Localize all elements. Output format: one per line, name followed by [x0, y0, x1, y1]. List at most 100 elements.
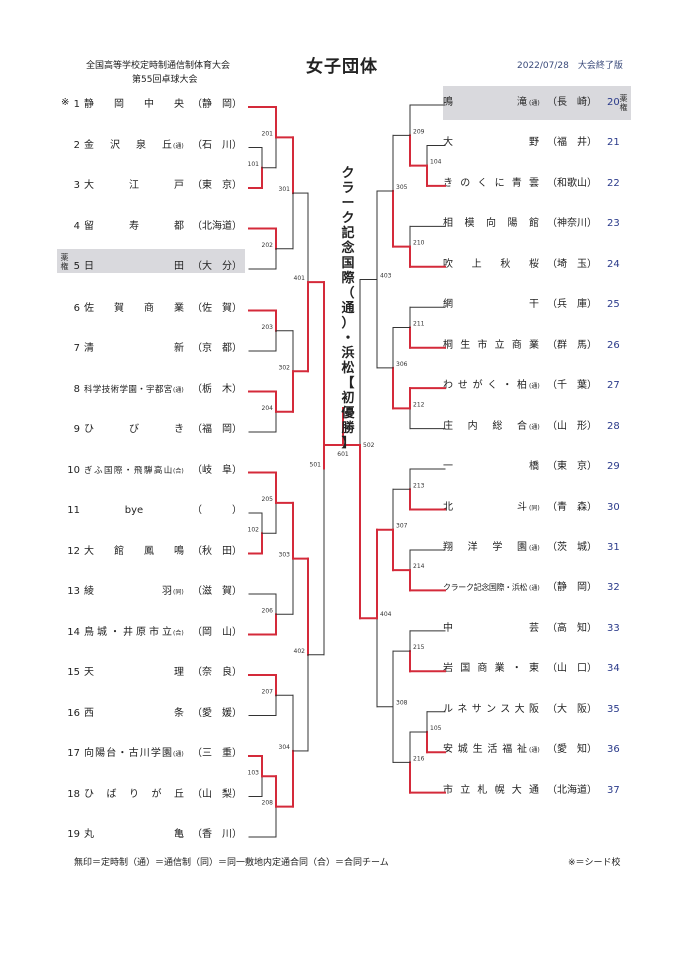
team-type-tag: (通): [173, 142, 184, 150]
team-number: 35: [607, 703, 620, 715]
team-row: 安城生活福祉(通)（愛 知）36: [443, 743, 633, 757]
team-number: 32: [607, 582, 620, 594]
team-row: クラーク記念国際・浜松(通)（静 岡）32: [443, 581, 633, 595]
team-number: 12: [67, 545, 80, 557]
team-prefecture: （長 崎）: [547, 97, 597, 108]
team-name: 翔洋学園: [443, 541, 527, 553]
team-number: 36: [607, 744, 620, 756]
team-number: 9: [73, 424, 80, 435]
team-number: 8: [73, 383, 80, 395]
team-prefecture: （和歌山）: [547, 177, 597, 189]
match-number: 207: [262, 688, 274, 695]
team-row: 市立札幌大通（北海道）37: [443, 784, 633, 798]
team-number: 24: [607, 258, 620, 270]
page-title: 女子団体: [306, 57, 378, 77]
team-prefecture: （香 川）: [192, 829, 242, 840]
team-name: ひびき: [84, 424, 184, 435]
match-number: 302: [279, 364, 291, 371]
match-number: 216: [413, 755, 425, 762]
team-name: 一橋: [443, 461, 539, 473]
match-number: 204: [262, 405, 274, 412]
team-name: 留寿都: [84, 220, 184, 232]
team-type-tag: (通): [529, 383, 540, 391]
match-number: 308: [396, 700, 408, 707]
team-row: 大野（福 井）21: [443, 136, 633, 150]
seed-highlight-left: [57, 249, 245, 273]
team-type-tag: (通): [529, 423, 540, 431]
match-number: 203: [262, 324, 274, 331]
match-number: 210: [413, 240, 425, 247]
team-number: 1: [73, 99, 80, 110]
champion-char: 念: [341, 241, 355, 256]
team-number: 22: [607, 177, 620, 189]
match-number: 404: [380, 611, 392, 618]
team-prefecture: （茨 城）: [547, 541, 597, 553]
team-prefecture: （ ）: [192, 505, 242, 516]
team-number: 27: [607, 380, 620, 392]
team-number: 21: [607, 137, 620, 149]
champion-char: 】: [341, 436, 355, 451]
champion-announcement: クラーク記念国際（通）・浜松【初優勝】: [333, 166, 363, 451]
team-prefecture: （群 馬）: [547, 339, 597, 351]
team-prefecture: （高 知）: [547, 622, 597, 634]
team-name: 静岡中央: [84, 99, 184, 110]
team-row: 中芸（高 知）33: [443, 622, 633, 636]
match-number: 212: [413, 401, 425, 408]
team-type-tag: (通): [173, 386, 184, 394]
team-row: 北斗(同)（青 森）30: [443, 501, 633, 515]
team-number: 30: [607, 501, 620, 513]
match-number: 205: [262, 496, 274, 503]
team-name: 安城生活福祉: [443, 744, 527, 756]
team-name: クラーク記念国際・浜松: [443, 583, 527, 593]
update-date: 2022/07/28 大会終了版: [517, 61, 623, 71]
team-name: 大野: [443, 137, 539, 149]
team-prefecture: （滋 賀）: [192, 586, 242, 597]
team-prefecture: （東 京）: [547, 461, 597, 473]
champion-char: （: [341, 286, 355, 301]
match-number: 202: [262, 242, 274, 249]
team-name: ぎふ国際・飛騨高山: [84, 465, 172, 476]
team-type-tag: (同): [529, 504, 540, 512]
team-name: 西条: [84, 707, 184, 719]
match-number: 403: [380, 272, 392, 279]
tournament-subtitle: 第55回卓球大会: [132, 75, 198, 85]
team-name: 中芸: [443, 622, 539, 634]
team-name: 清新: [84, 343, 184, 354]
team-number: 10: [67, 464, 80, 476]
team-number: 31: [607, 541, 620, 553]
team-prefecture: （石 川）: [192, 139, 242, 151]
champion-char: ー: [341, 196, 355, 211]
match-number: 208: [262, 800, 274, 807]
match-number: 102: [248, 526, 260, 533]
team-name: 科学技術学園・宇都宮: [84, 384, 172, 395]
team-name: わせがく・柏: [443, 380, 527, 392]
team-row: きのくに青雲（和歌山）22: [443, 177, 633, 191]
team-prefecture: （京 都）: [192, 343, 242, 354]
team-prefecture: （静 岡）: [192, 99, 242, 110]
team-prefecture: （兵 庫）: [547, 299, 597, 311]
team-number: 5: [73, 261, 80, 272]
team-type-tag: (合): [173, 629, 184, 637]
team-number: 26: [607, 339, 620, 351]
champion-char: 通: [341, 301, 355, 316]
team-name: 岩国商業・東: [443, 663, 539, 675]
champion-char: 勝: [341, 421, 355, 436]
team-number: 25: [607, 299, 620, 311]
team-number: 11: [67, 505, 80, 516]
match-number: 214: [413, 563, 425, 570]
team-prefecture: （青 森）: [547, 501, 597, 513]
team-number: 6: [73, 302, 80, 314]
team-number: 23: [607, 218, 620, 230]
match-number: 305: [396, 184, 408, 191]
seed-mark: ※: [61, 97, 70, 108]
team-prefecture: （愛 媛）: [192, 707, 242, 719]
